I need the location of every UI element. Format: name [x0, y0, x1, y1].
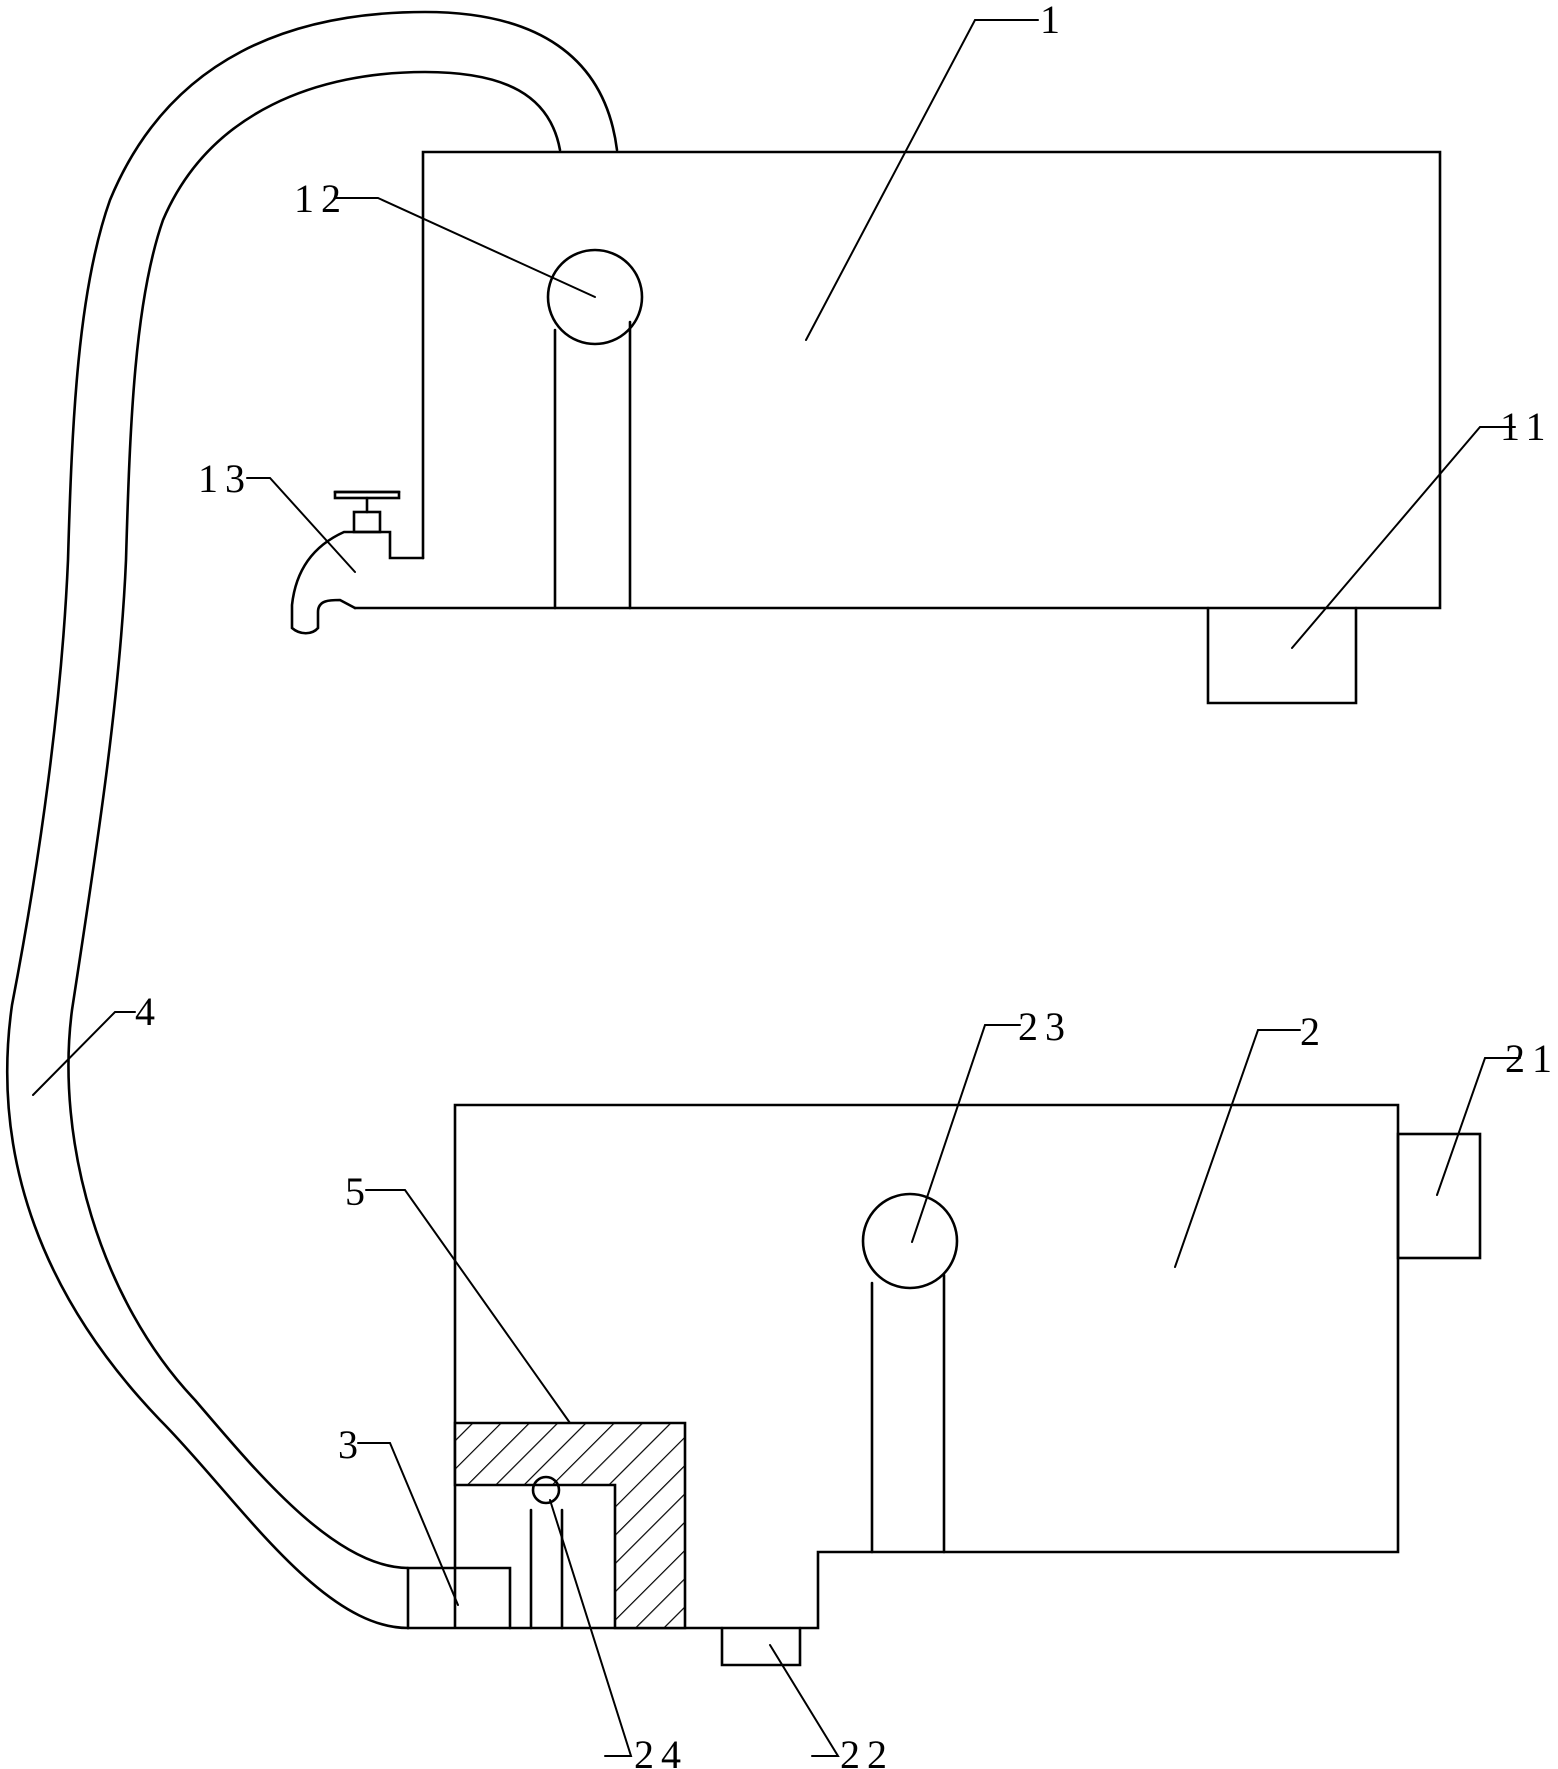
upper-tank [353, 150, 1442, 705]
label-4: 4 [135, 989, 162, 1034]
leader-3 [357, 1442, 459, 1606]
leader-5 [365, 1189, 571, 1424]
faucet-valve-block [352, 510, 382, 534]
leader-11 [1291, 426, 1516, 649]
leader-23 [911, 1024, 1021, 1243]
label-13: 13 [198, 456, 252, 501]
leader-21 [1436, 1057, 1521, 1196]
label-5: 5 [345, 1169, 372, 1214]
label-23: 23 [1018, 1004, 1072, 1049]
reference-labels: 1 12 11 13 4 23 2 21 5 3 24 22 [135, 0, 1558, 1769]
leader-1 [805, 19, 1039, 341]
hose-outer-wall [5, 10, 619, 1630]
leader-lines [32, 19, 1521, 1757]
leader-22 [769, 1644, 840, 1757]
upper-float-ball [546, 248, 644, 346]
cover [453, 1421, 687, 1630]
lower-side-inlet-box [1396, 1132, 1482, 1260]
faucet [290, 490, 425, 635]
connector [406, 1566, 512, 1630]
lower-outlet-box [720, 1626, 802, 1667]
label-3: 3 [338, 1422, 365, 1467]
label-2: 2 [1300, 1009, 1327, 1054]
label-22: 22 [840, 1732, 894, 1769]
label-21: 21 [1505, 1036, 1558, 1081]
leader-24 [549, 1499, 633, 1757]
upper-outlet-box [1206, 606, 1358, 705]
hose [5, 10, 619, 1630]
lower-float-ball [861, 1192, 959, 1290]
small-float-ball [531, 1475, 561, 1505]
hose-inner-wall [67, 70, 562, 1570]
label-1: 1 [1040, 0, 1067, 42]
upper-tank-body [353, 150, 1442, 610]
label-24: 24 [634, 1732, 688, 1769]
lower-tank [406, 1103, 1482, 1667]
leader-13 [246, 477, 356, 573]
faucet-body [290, 530, 425, 635]
leader-4 [32, 1011, 136, 1096]
connector-box [406, 1566, 512, 1630]
label-12: 12 [294, 176, 348, 221]
cover-hatched-wall [453, 1421, 687, 1630]
leader-12 [335, 197, 596, 298]
lower-tank-body [406, 1103, 1400, 1630]
label-11: 11 [1500, 404, 1553, 449]
leader-2 [1174, 1029, 1301, 1268]
